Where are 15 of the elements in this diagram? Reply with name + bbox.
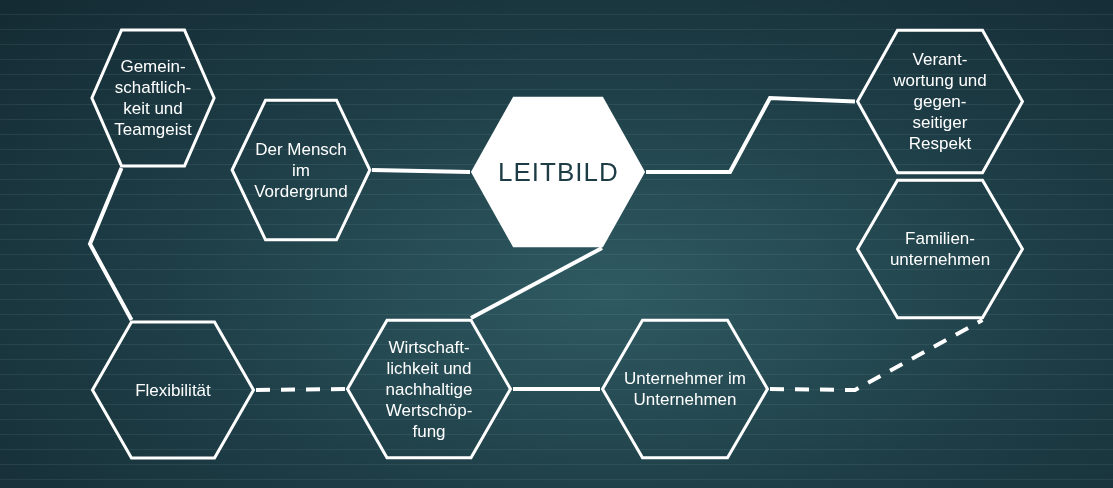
hexagon-label: Verant- wortung und gegen- seitiger Respekt	[892, 49, 988, 154]
connector	[87, 167, 134, 321]
central-title: LEITBILD	[498, 157, 618, 187]
connector	[470, 246, 603, 320]
dashed-connector	[255, 387, 346, 392]
dashed-connector	[769, 318, 984, 392]
hexagon-label: Gemein- schaftlich- keit und Teamgeist	[113, 56, 193, 140]
hexagon-label: Unternehmer im Unternehmen	[623, 368, 747, 410]
hexagon-label: Familien- unternehmen	[888, 228, 992, 270]
hexagon-label: Der Mensch im Vordergrund	[253, 138, 349, 202]
connector	[646, 95, 856, 174]
hexagon-label: Wirtschaft- lichkeit und nachhaltige Wertschöp- fung	[384, 336, 474, 442]
hexagon-label: Flexibilität	[134, 379, 212, 401]
connector	[371, 168, 471, 174]
connector	[513, 387, 600, 391]
